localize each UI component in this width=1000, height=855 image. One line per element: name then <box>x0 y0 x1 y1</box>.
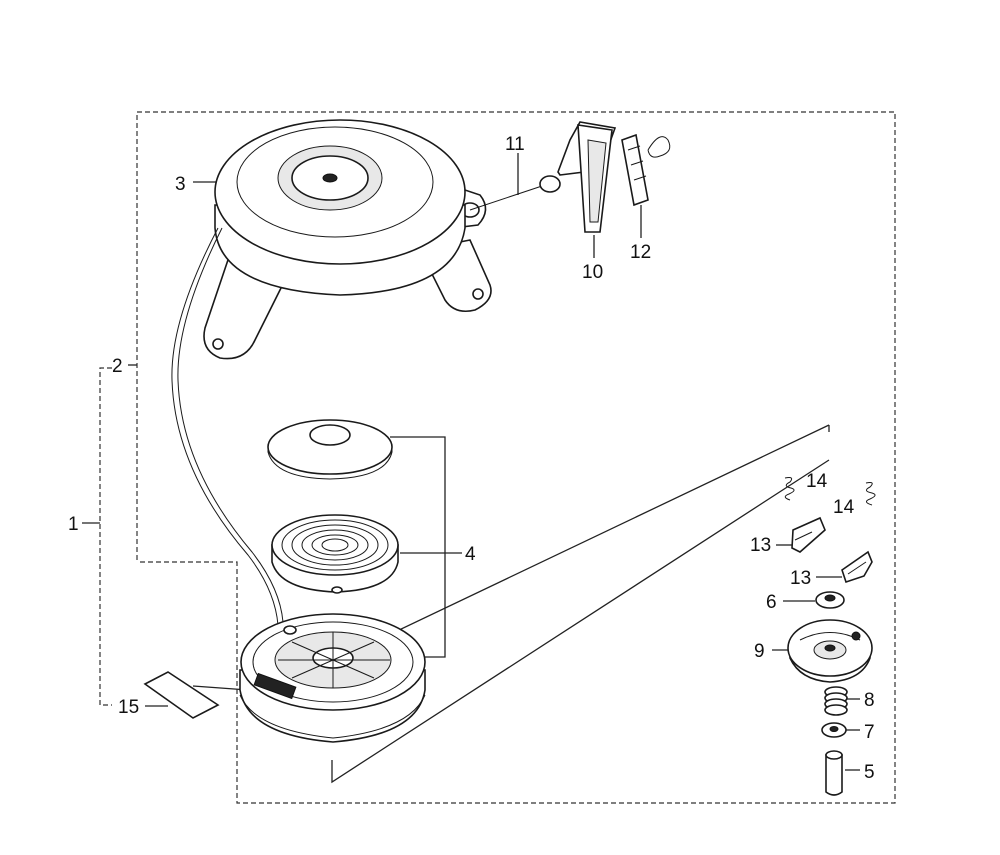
friction-plate-part <box>787 619 873 683</box>
spring-washer-part <box>267 419 393 480</box>
callout-13-lower: 13 <box>790 568 811 589</box>
pawl-spring-part-a <box>784 477 795 501</box>
washer-part <box>821 722 847 738</box>
callout-9: 9 <box>754 641 765 662</box>
reel-pulley-part <box>239 613 426 743</box>
callout-14-lower: 14 <box>833 497 855 518</box>
callout-10: 10 <box>582 262 603 283</box>
compression-spring-part <box>824 686 848 716</box>
assembly-frame-lines <box>82 111 896 804</box>
pawl-spring-part-b <box>865 482 876 506</box>
callout-5: 5 <box>864 762 875 783</box>
callout-3: 3 <box>175 174 186 195</box>
ratchet-pawl-part-a <box>791 516 826 553</box>
callout-6: 6 <box>766 592 777 613</box>
callout-1: 1 <box>68 514 79 535</box>
callout-12: 12 <box>630 242 651 263</box>
callout-11: 11 <box>505 134 525 155</box>
decal-part <box>143 671 220 719</box>
callout-8: 8 <box>864 690 875 711</box>
starter-grip-part <box>557 121 617 233</box>
callout-2: 2 <box>112 356 123 377</box>
spiral-spring-part <box>271 514 399 594</box>
center-pin-part <box>825 750 843 796</box>
callout-14-upper: 14 <box>806 471 828 492</box>
callout-15: 15 <box>118 697 139 718</box>
grip-insert-part <box>621 133 671 207</box>
callout-4: 4 <box>465 544 476 565</box>
ratchet-pawl-part-b <box>841 550 873 584</box>
starter-rope <box>171 227 284 626</box>
callout-13-upper: 13 <box>750 535 771 556</box>
callout-7: 7 <box>864 722 875 743</box>
rope-part <box>469 175 561 211</box>
callout-labels: 1 2 3 4 5 6 7 8 9 10 11 12 13 13 14 14 1… <box>68 134 875 783</box>
friction-washer-part <box>815 591 845 609</box>
starter-case-part <box>203 119 492 360</box>
